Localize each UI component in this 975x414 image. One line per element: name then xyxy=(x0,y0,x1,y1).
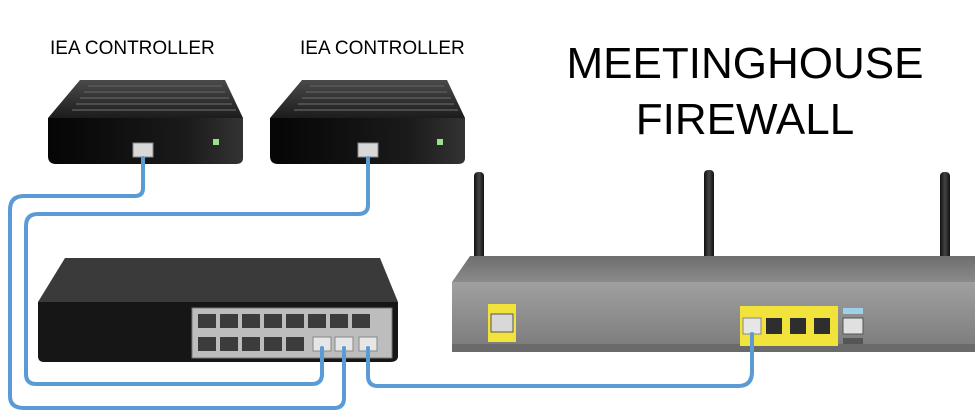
cable-controller-1 xyxy=(8,156,346,410)
controller-1-label: IEA CONTROLLER xyxy=(50,38,215,59)
cable-controller-2 xyxy=(24,156,370,386)
firewall-title-line2: FIREWALL xyxy=(635,95,855,144)
ethernet-port-icon xyxy=(742,317,762,335)
controller-2-label: IEA CONTROLLER xyxy=(300,38,465,59)
ethernet-port-icon xyxy=(132,142,154,158)
meetinghouse-firewall xyxy=(452,170,975,352)
firewall-title: MEETINGHOUSE FIREWALL xyxy=(540,36,950,148)
status-led-icon xyxy=(213,139,219,145)
ethernet-port-icon xyxy=(490,313,514,333)
iea-controller-2 xyxy=(270,80,465,164)
cable-switch-firewall xyxy=(366,332,754,388)
status-led-icon xyxy=(437,139,443,145)
network-cables xyxy=(8,156,754,410)
iea-controller-1 xyxy=(48,80,243,164)
network-switch xyxy=(38,258,398,362)
ethernet-port-icon xyxy=(357,142,379,158)
firewall-title-line1: MEETINGHOUSE xyxy=(566,39,924,88)
ethernet-port-icon xyxy=(842,317,864,335)
switch-ports-icon xyxy=(198,314,370,351)
